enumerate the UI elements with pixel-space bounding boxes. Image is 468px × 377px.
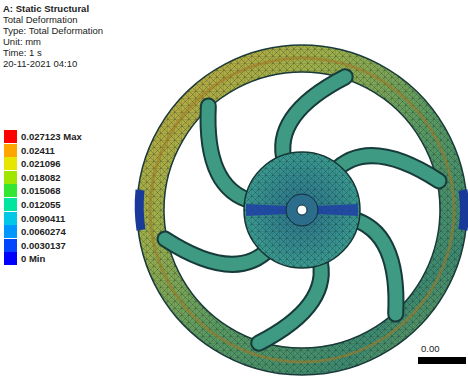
legend-value: 0.0060274 <box>21 226 66 237</box>
legend-value: 0.015068 <box>21 185 61 196</box>
rim <box>137 45 467 375</box>
legend-value: 0.027123 Max <box>21 131 82 142</box>
legend-value: 0.018082 <box>21 172 61 183</box>
spoke <box>259 257 322 343</box>
hub <box>244 152 360 268</box>
legend-swatch <box>4 239 17 252</box>
legend-swatch <box>4 157 17 170</box>
spoke <box>259 257 322 343</box>
legend-swatch <box>4 144 17 157</box>
legend-swatch <box>4 130 17 143</box>
legend-value: 0.012055 <box>21 199 61 210</box>
spoke <box>208 106 253 201</box>
legend-value: 0.0090411 <box>21 213 65 224</box>
spoke <box>351 219 396 314</box>
scale-label: 0.00 <box>421 343 440 354</box>
header-line: Unit: mm <box>3 36 41 47</box>
legend-value: 0.02411 <box>21 145 55 156</box>
spokes <box>165 77 439 343</box>
header-line: Type: Total Deformation <box>3 25 103 36</box>
analysis-title: A: Static Structural <box>3 3 89 14</box>
scale-bar <box>418 357 466 364</box>
legend-value: 0.0030137 <box>21 240 66 251</box>
spoke <box>351 219 396 314</box>
legend-swatch <box>4 198 17 211</box>
legend-value: 0 Min <box>21 253 45 264</box>
spoke <box>283 77 346 163</box>
legend-value: 0.021096 <box>21 158 61 169</box>
header-line: Total Deformation <box>3 14 77 25</box>
spoke <box>283 77 346 163</box>
legend-swatch <box>4 252 17 265</box>
legend-swatch <box>4 225 17 238</box>
header-line: 20-11-2021 04:10 <box>3 58 77 69</box>
legend-swatch <box>4 171 17 184</box>
header-line: Time: 1 s <box>3 47 42 58</box>
spoke <box>208 106 253 201</box>
legend-swatch <box>4 184 17 197</box>
legend-swatch <box>4 212 17 225</box>
